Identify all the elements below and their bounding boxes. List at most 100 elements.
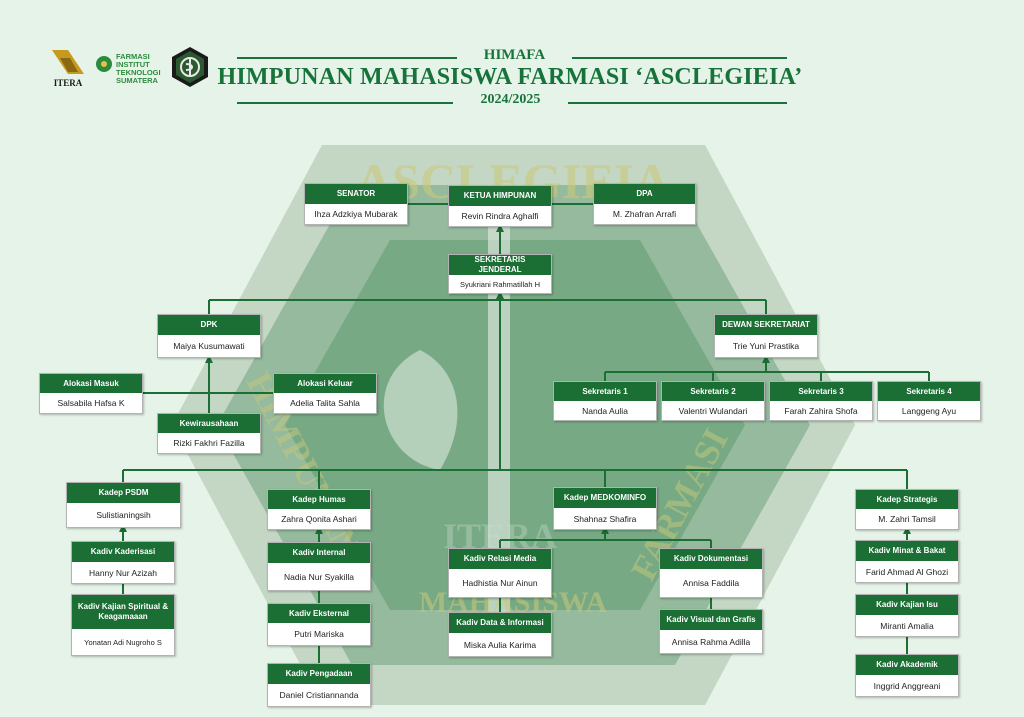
- svg-text:SUMATERA: SUMATERA: [116, 76, 159, 85]
- farmasi-logo: FARMASI INSTITUT TEKNOLOGI SUMATERA: [96, 52, 161, 85]
- node-kadiv-kajian-isu: Kadiv Kajian Isu Miranti Amalia: [855, 594, 959, 637]
- header-rule: [237, 57, 457, 59]
- header-period: 2024/2025: [480, 92, 541, 107]
- node-name: Sulistianingsih: [96, 510, 151, 520]
- itera-logo: ITERA: [52, 50, 84, 88]
- node-name: Annisa Rahma Adilla: [671, 636, 751, 647]
- himafa-logo: [172, 47, 208, 87]
- page-header: ITERA FARMASI INSTITUT TEKNOLOGI SUMATER…: [0, 0, 1024, 115]
- node-title: DPK: [158, 315, 260, 335]
- node-name: Hadhistia Nur Ainun: [462, 578, 538, 588]
- node-kadiv-pengadaan: Kadiv Pengadaan Daniel Cristiannanda: [267, 663, 371, 707]
- node-name: Salsabila Hafsa K: [57, 398, 125, 408]
- node-title: Kadiv Data & Informasi: [449, 613, 551, 633]
- node-title: Kadiv Pengadaan: [268, 664, 370, 684]
- node-title: Kadiv Visual dan Grafis: [660, 610, 762, 630]
- svg-text:ITERA: ITERA: [54, 78, 83, 88]
- node-name: Syukriani Rahmatillah H: [459, 279, 541, 289]
- node-title: DPA: [594, 184, 695, 204]
- node-title: Alokasi Keluar: [274, 374, 376, 393]
- node-sekretaris-4: Sekretaris 4 Langgeng Ayu: [877, 381, 981, 421]
- node-name: Farah Zahira Shofa: [784, 405, 858, 416]
- header-rule: [568, 102, 787, 104]
- node-title: Sekretaris 4: [878, 382, 980, 401]
- node-title: Kadiv Kaderisasi: [72, 542, 174, 562]
- node-kadiv-visual-grafis: Kadiv Visual dan Grafis Annisa Rahma Adi…: [659, 609, 763, 654]
- node-name: Miranti Amalia: [880, 620, 934, 631]
- node-title: Kadep PSDM: [67, 483, 180, 503]
- node-name: Inggrid Anggreani: [873, 680, 941, 691]
- node-name: Valentri Wulandari: [678, 405, 748, 416]
- svg-text:FARMASI: FARMASI: [116, 52, 150, 61]
- node-title: Kadiv Kajian Spiritual & Keagamaaan: [72, 595, 174, 629]
- node-kadiv-internal: Kadiv Internal Nadia Nur Syakilla: [267, 542, 371, 591]
- node-title: Kadep MEDKOMINFO: [554, 488, 656, 508]
- node-kadiv-relasi-media: Kadiv Relasi Media Hadhistia Nur Ainun: [448, 548, 552, 598]
- node-title: KETUA HIMPUNAN: [449, 186, 551, 206]
- node-kadep-psdm: Kadep PSDM Sulistianingsih: [66, 482, 181, 528]
- node-title: Sekretaris 3: [770, 382, 872, 401]
- node-name: Miska Aulia Karima: [463, 639, 537, 650]
- node-title: Kadiv Relasi Media: [449, 549, 551, 569]
- node-title: Sekretaris 1: [554, 382, 656, 401]
- node-kadep-medkominfo: Kadep MEDKOMINFO Shahnaz Shafira: [553, 487, 657, 530]
- node-dpa: DPA M. Zhafran Arrafi: [593, 183, 696, 225]
- node-dpk: DPK Maiya Kusumawati: [157, 314, 261, 358]
- node-title: Kadep Strategis: [856, 490, 958, 509]
- node-kadiv-kajian-spiritual: Kadiv Kajian Spiritual & Keagamaaan Yona…: [71, 594, 175, 656]
- node-sekretaris-3: Sekretaris 3 Farah Zahira Shofa: [769, 381, 873, 421]
- node-name: Adelia Talita Sahla: [290, 398, 360, 408]
- node-name: M. Zhafran Arrafi: [612, 209, 677, 219]
- node-title: Kewirausahaan: [158, 414, 260, 433]
- node-name: Trie Yuni Prastika: [732, 341, 800, 351]
- node-ketua-himpunan: KETUA HIMPUNAN Revin Rindra Aghalfi: [448, 185, 552, 227]
- node-name: M. Zahri Tamsil: [878, 514, 936, 524]
- node-title: Kadiv Eksternal: [268, 604, 370, 623]
- node-name: Revin Rindra Aghalfi: [461, 211, 539, 221]
- node-name: Annisa Faddila: [682, 578, 740, 588]
- node-title: Kadiv Internal: [268, 543, 370, 563]
- node-name: Putri Mariska: [294, 629, 344, 639]
- node-title: Alokasi Masuk: [40, 374, 142, 393]
- page-title: HIMPUNAN MAHASISWA FARMASI ‘ASCLEGIEIA’: [217, 64, 803, 90]
- node-name: Nadia Nur Syakilla: [284, 571, 354, 582]
- node-name: Nanda Aulia: [582, 405, 628, 416]
- node-kadiv-eksternal: Kadiv Eksternal Putri Mariska: [267, 603, 371, 646]
- node-kadep-humas: Kadep Humas Zahra Qonita Ashari: [267, 489, 371, 530]
- node-name: Maiya Kusumawati: [173, 341, 245, 351]
- node-title: Kadiv Akademik: [856, 655, 958, 675]
- node-name: Rizki Fakhri Fazilla: [173, 438, 245, 448]
- node-title: DEWAN SEKRETARIAT: [715, 315, 817, 335]
- node-kadiv-minat-bakat: Kadiv Minat & Bakat Farid Ahmad Al Ghozi: [855, 540, 959, 583]
- node-kadiv-akademik: Kadiv Akademik Inggrid Anggreani: [855, 654, 959, 697]
- node-name: Langgeng Ayu: [901, 405, 957, 416]
- leaf-icon: [383, 350, 458, 470]
- node-sekretaris-1: Sekretaris 1 Nanda Aulia: [553, 381, 657, 421]
- node-name: Yonatan Adi Nugroho S: [84, 637, 162, 647]
- node-title: SEKRETARIS JENDERAL: [449, 255, 551, 275]
- node-name: Hanny Nur Azizah: [88, 567, 158, 578]
- node-alokasi-masuk: Alokasi Masuk Salsabila Hafsa K: [39, 373, 143, 414]
- node-kadiv-kaderisasi: Kadiv Kaderisasi Hanny Nur Azizah: [71, 541, 175, 584]
- node-title: Kadep Humas: [268, 490, 370, 509]
- node-name: Shahnaz Shafira: [573, 513, 637, 524]
- node-title: Kadiv Minat & Bakat: [856, 541, 958, 561]
- header-rule: [237, 102, 453, 104]
- svg-text:TEKNOLOGI: TEKNOLOGI: [116, 68, 161, 77]
- node-kadiv-dokumentasi: Kadiv Dokumentasi Annisa Faddila: [659, 548, 763, 598]
- header-subtitle: HIMAFA: [483, 47, 546, 63]
- node-title: Sekretaris 2: [662, 382, 764, 401]
- node-kadep-strategis: Kadep Strategis M. Zahri Tamsil: [855, 489, 959, 530]
- node-sekretaris-2: Sekretaris 2 Valentri Wulandari: [661, 381, 765, 421]
- node-kewirausahaan: Kewirausahaan Rizki Fakhri Fazilla: [157, 413, 261, 454]
- node-alokasi-keluar: Alokasi Keluar Adelia Talita Sahla: [273, 373, 377, 414]
- node-name: Daniel Cristiannanda: [279, 690, 359, 700]
- node-title: Kadiv Dokumentasi: [660, 549, 762, 569]
- node-name: Zahra Qonita Ashari: [281, 514, 357, 524]
- node-dewan-sekretariat: DEWAN SEKRETARIAT Trie Yuni Prastika: [714, 314, 818, 358]
- svg-text:INSTITUT: INSTITUT: [116, 60, 150, 69]
- node-senator: SENATOR Ihza Adzkiya Mubarak: [304, 183, 408, 225]
- node-name: Ihza Adzkiya Mubarak: [314, 209, 398, 219]
